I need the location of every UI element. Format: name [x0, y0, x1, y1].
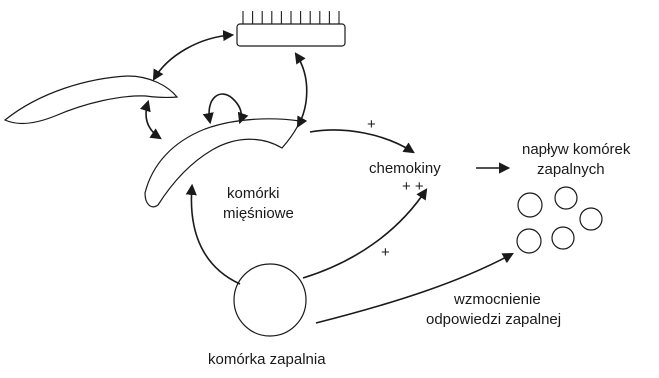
plus-signs-pair: + +: [402, 178, 424, 195]
label-enhancement-line2: odpowiedzi zapalnej: [426, 311, 561, 328]
cluster-cell: [555, 187, 577, 209]
arrow-box-to-muscle: [296, 54, 307, 126]
label-influx-line2: zapalnych: [537, 161, 605, 178]
label-muscle-cells-line2: mięśniowe: [223, 205, 294, 222]
cluster-cell: [517, 229, 541, 253]
arrow-worm-to-muscle: [146, 102, 160, 138]
bristle-box: [237, 11, 345, 46]
arrow-cell-to-chemokines: [303, 190, 426, 278]
label-chemokines: chemokiny: [369, 160, 441, 177]
plus-sign: +: [367, 116, 376, 133]
cluster-cell: [552, 227, 574, 249]
inflammatory-cell-cluster: [517, 187, 602, 253]
plus-sign: +: [381, 244, 390, 261]
inflammatory-cell: [234, 264, 306, 336]
label-inflammatory-cell: komórka zapalnia: [208, 351, 326, 368]
parasite-worm: [5, 76, 177, 123]
arrow-worm-to-box: [154, 35, 232, 79]
arrow-muscle-to-chemokines: [310, 130, 413, 152]
label-muscle-cells-line1: komórki: [227, 185, 280, 202]
label-influx-line1: napływ komórek: [522, 141, 631, 158]
label-enhancement-line1: wzmocnienie: [453, 291, 541, 308]
cluster-cell: [518, 193, 542, 217]
arrow-muscle-loop: [209, 94, 241, 122]
arrows: [146, 35, 512, 323]
bristle-box-body: [237, 24, 345, 46]
cluster-cell: [580, 208, 602, 230]
bristle-group: [243, 11, 339, 24]
